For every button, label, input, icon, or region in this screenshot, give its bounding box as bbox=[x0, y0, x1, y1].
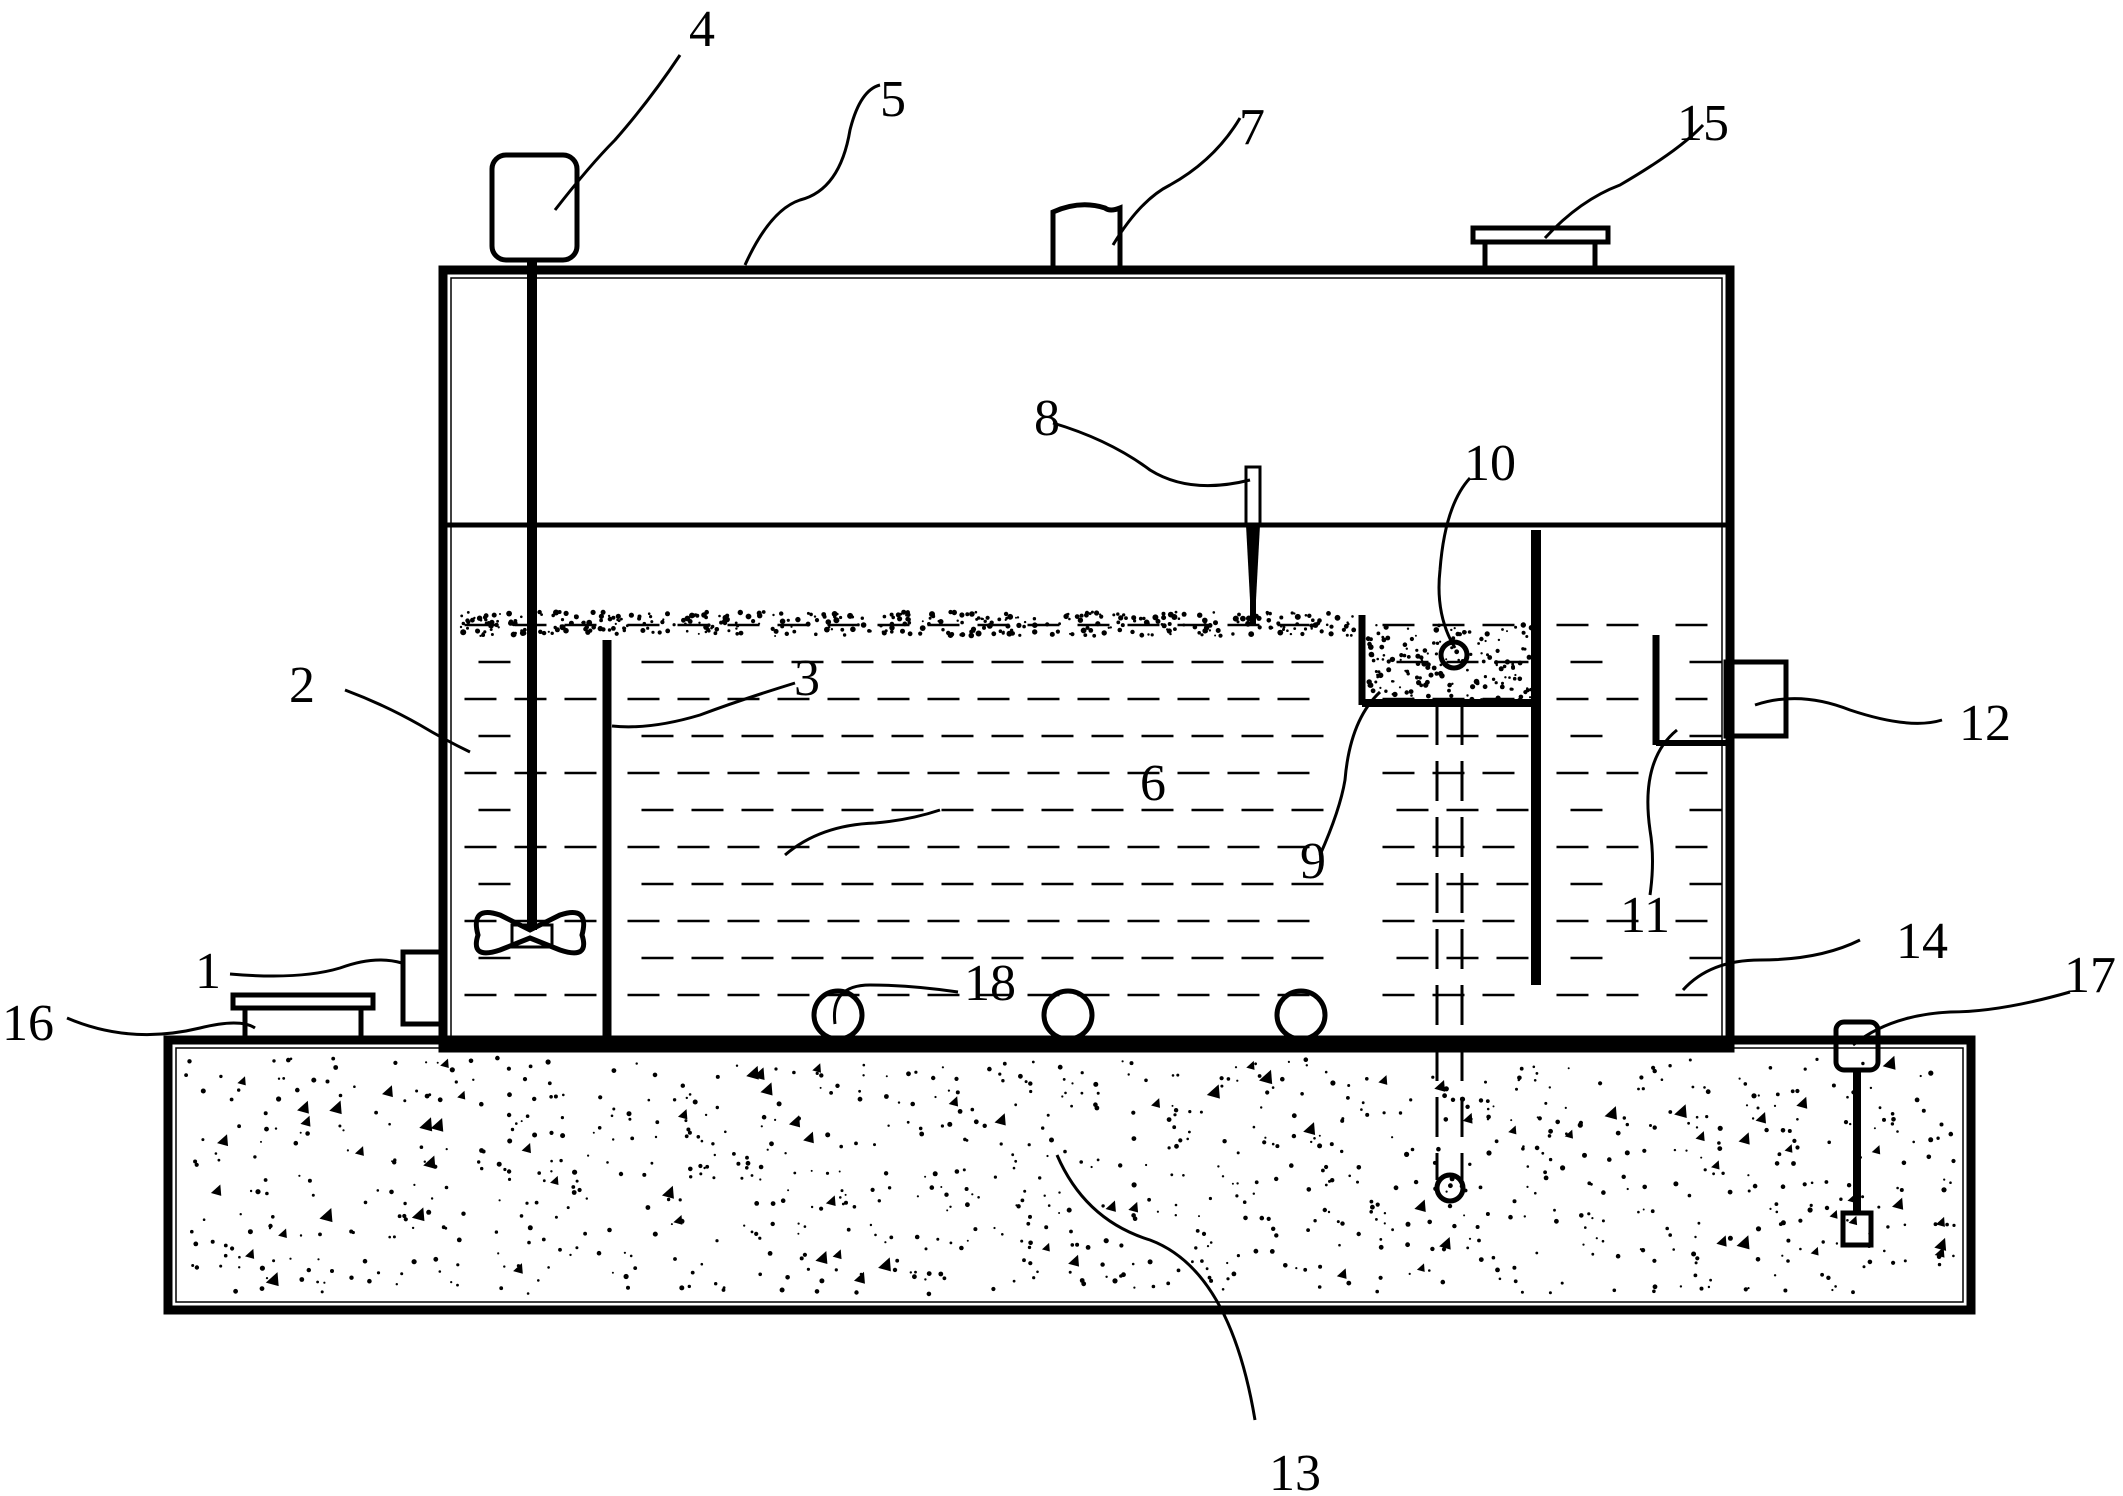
level-gauge-17 bbox=[1833, 1019, 1881, 1248]
flange-16 bbox=[230, 992, 376, 1043]
label-12: 12 bbox=[1959, 695, 2011, 752]
outlet-10 bbox=[1438, 639, 1470, 671]
label-2: 2 bbox=[289, 657, 315, 714]
label-17: 17 bbox=[2064, 947, 2116, 1004]
top-outlet-7 bbox=[1050, 202, 1123, 272]
stirrer-motor bbox=[473, 152, 587, 956]
label-15: 15 bbox=[1677, 95, 1729, 152]
top-flange-15 bbox=[1470, 225, 1611, 275]
label-5: 5 bbox=[880, 71, 906, 128]
label-1: 1 bbox=[195, 943, 221, 1000]
base-fill bbox=[184, 1055, 1956, 1297]
leader-lines bbox=[66, 54, 2071, 1421]
label-10: 10 bbox=[1464, 435, 1516, 492]
label-13: 13 bbox=[1269, 1445, 1321, 1496]
probe-8 bbox=[1244, 465, 1262, 625]
label-14: 14 bbox=[1896, 913, 1948, 970]
label-9: 9 bbox=[1300, 833, 1326, 890]
base-tank-13 bbox=[163, 1035, 1976, 1315]
aerators-18 bbox=[811, 988, 1328, 1042]
label-16: 16 bbox=[2, 995, 54, 1052]
label-4: 4 bbox=[689, 1, 715, 58]
label-6: 6 bbox=[1140, 755, 1166, 812]
outlet-weir-11 bbox=[1652, 635, 1726, 746]
label-7: 7 bbox=[1239, 99, 1265, 156]
label-8: 8 bbox=[1034, 390, 1060, 447]
label-3: 3 bbox=[794, 650, 820, 707]
label-11: 11 bbox=[1620, 887, 1670, 944]
label-18: 18 bbox=[964, 955, 1016, 1012]
trough-sludge bbox=[1365, 622, 1535, 702]
inlet-box-1 bbox=[400, 949, 446, 1027]
